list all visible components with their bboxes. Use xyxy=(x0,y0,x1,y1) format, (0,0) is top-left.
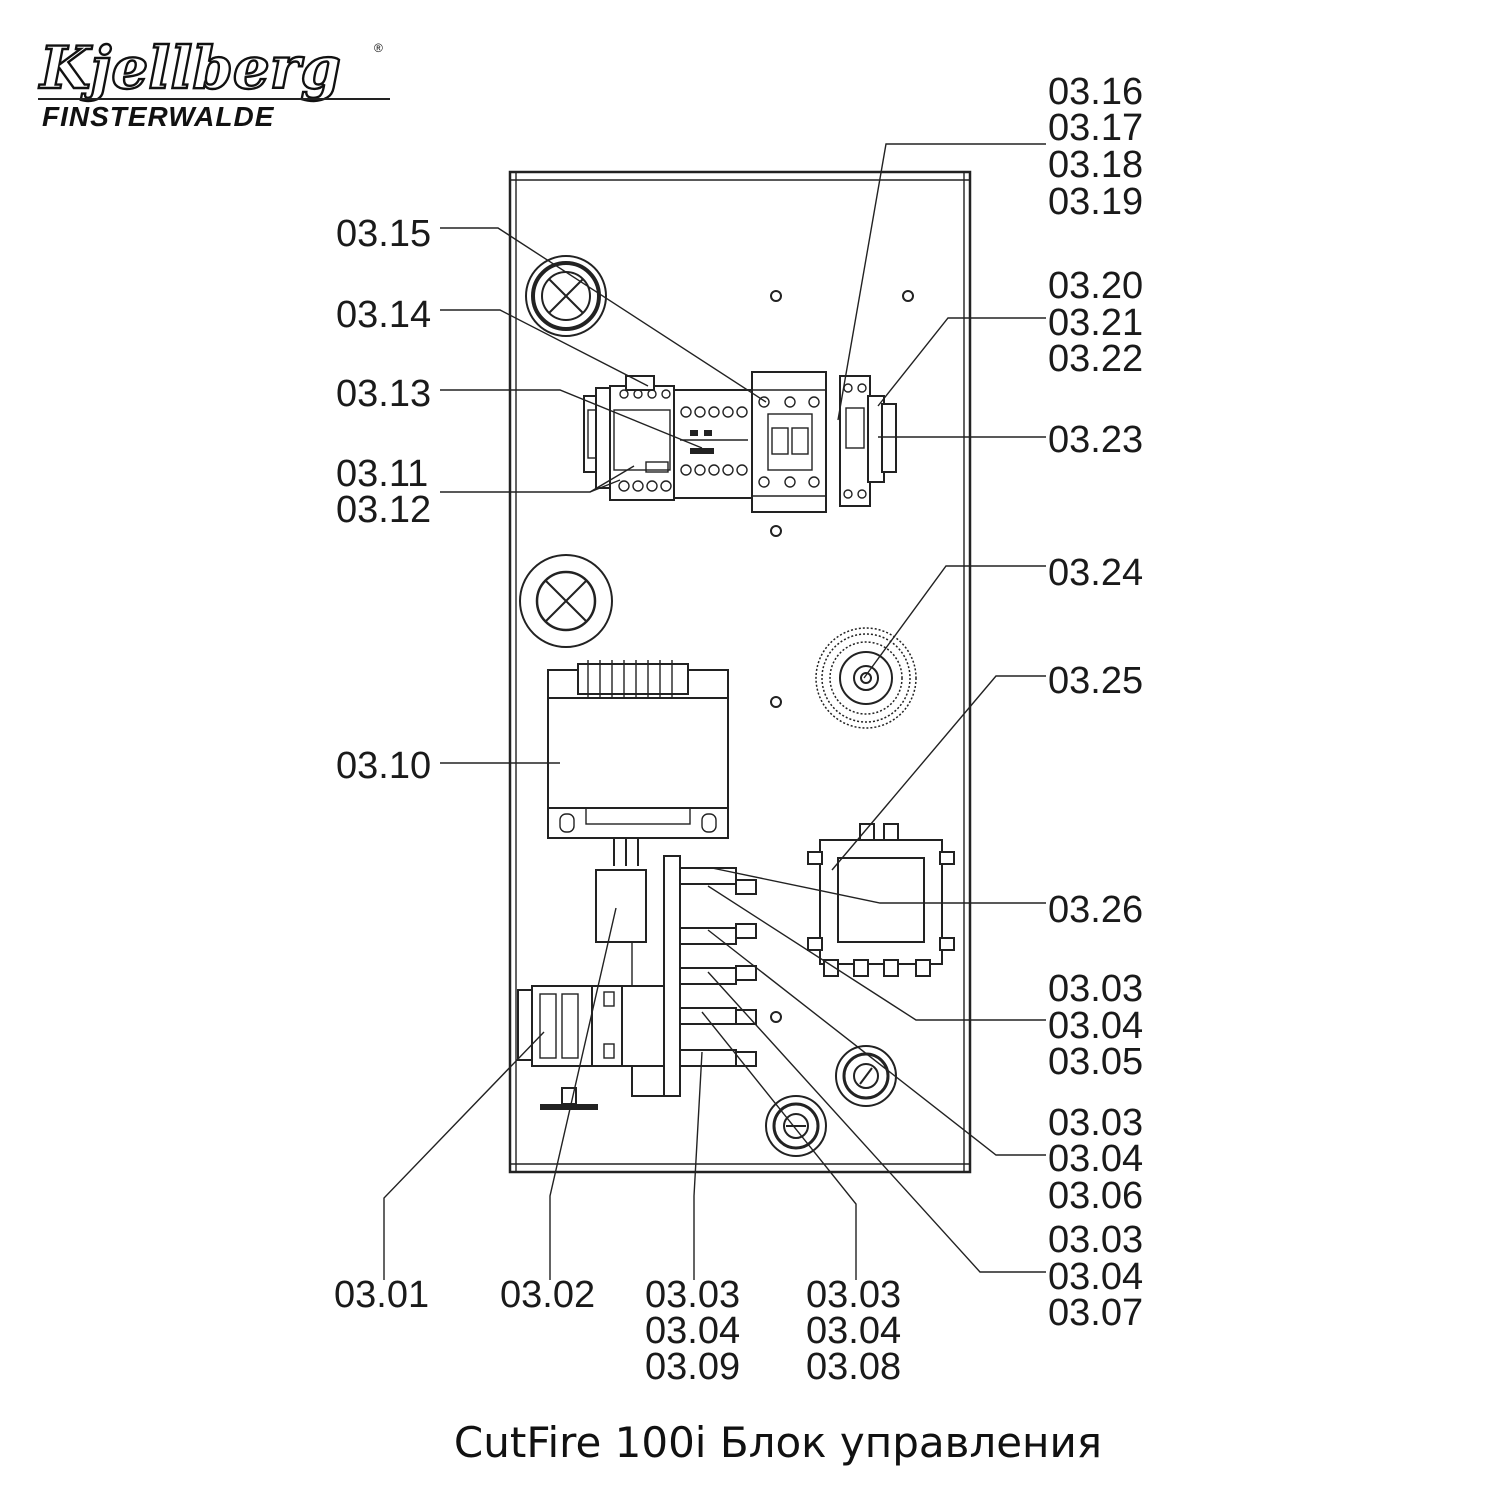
label-03-17: 03.17 xyxy=(1048,107,1143,149)
label-03-02: 03.02 xyxy=(500,1274,595,1316)
label-03-12: 03.12 xyxy=(336,489,431,531)
label-group5-03-05: 03.05 xyxy=(1048,1041,1143,1083)
relay-block xyxy=(807,823,955,977)
label-group7-03-03: 03.03 xyxy=(1048,1219,1143,1261)
label-03-16: 03.16 xyxy=(1048,71,1143,113)
fuse-holders xyxy=(517,985,679,1097)
label-03-25: 03.25 xyxy=(1048,660,1143,702)
label-03-14: 03.14 xyxy=(336,294,431,336)
logo-registered-mark: ® xyxy=(374,41,383,55)
label-03-01: 03.01 xyxy=(334,1274,429,1316)
transformer xyxy=(547,660,729,866)
label-group8-03-03: 03.03 xyxy=(806,1274,901,1316)
label-03-18: 03.18 xyxy=(1048,144,1143,186)
cable-gland-top xyxy=(525,255,607,337)
label-group7-03-04: 03.04 xyxy=(1048,1256,1143,1298)
terminal-strip xyxy=(663,855,757,1097)
label-group9-03-03: 03.03 xyxy=(645,1274,740,1316)
label-03-19: 03.19 xyxy=(1048,181,1143,223)
small-switch xyxy=(540,1087,598,1110)
callout-labels: 03.15 03.14 03.13 03.11 03.12 03.10 03.1… xyxy=(334,71,1143,1388)
label-03-26: 03.26 xyxy=(1048,889,1143,931)
label-group7-03-07: 03.07 xyxy=(1048,1292,1143,1334)
label-group8-03-04: 03.04 xyxy=(806,1310,901,1352)
label-03-24: 03.24 xyxy=(1048,552,1143,594)
label-03-11: 03.11 xyxy=(336,453,428,495)
logo-brand: Kjellberg xyxy=(38,34,341,102)
toroidal-coil xyxy=(815,627,917,729)
label-group6-03-03: 03.03 xyxy=(1048,1102,1143,1144)
label-03-13: 03.13 xyxy=(336,373,431,415)
label-group8-03-08: 03.08 xyxy=(806,1346,901,1388)
label-03-22: 03.22 xyxy=(1048,338,1143,380)
label-group9-03-04: 03.04 xyxy=(645,1310,740,1352)
label-03-10: 03.10 xyxy=(336,745,431,787)
label-group5-03-03: 03.03 xyxy=(1048,968,1143,1010)
label-03-15: 03.15 xyxy=(336,213,431,255)
leader-lines xyxy=(383,143,1046,1280)
label-group9-03-09: 03.09 xyxy=(645,1346,740,1388)
mounting-panel xyxy=(508,170,972,1174)
potentiometer-left xyxy=(765,1095,827,1157)
cable-gland-middle xyxy=(519,554,613,648)
kjellberg-logo: Kjellberg ® FINSTERWALDE xyxy=(37,33,390,132)
logo-underline xyxy=(38,98,390,100)
potentiometer-right xyxy=(835,1045,897,1107)
label-03-21: 03.21 xyxy=(1048,302,1143,344)
diagram-caption: CutFire 100i Блок управления xyxy=(454,1418,1102,1467)
label-group6-03-04: 03.04 xyxy=(1048,1138,1143,1180)
logo-city: FINSTERWALDE xyxy=(42,101,275,132)
label-03-23: 03.23 xyxy=(1048,419,1143,461)
din-rail-assembly xyxy=(583,371,897,513)
label-group5-03-04: 03.04 xyxy=(1048,1005,1143,1047)
label-group6-03-06: 03.06 xyxy=(1048,1175,1143,1217)
mounting-holes xyxy=(770,290,914,1023)
label-03-20: 03.20 xyxy=(1048,265,1143,307)
filter-module xyxy=(595,869,647,986)
